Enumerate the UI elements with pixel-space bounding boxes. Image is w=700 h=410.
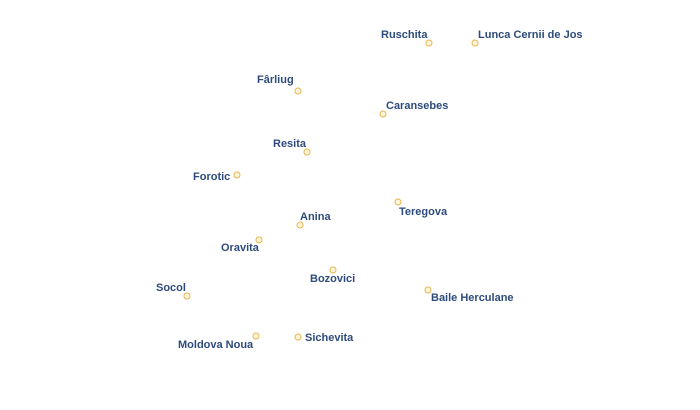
city-marker-ruschita[interactable] bbox=[425, 39, 433, 47]
city-marker-forotic[interactable] bbox=[233, 171, 241, 179]
city-marker-moldova-noua[interactable] bbox=[252, 332, 260, 340]
city-marker-anina[interactable] bbox=[296, 221, 304, 229]
city-marker-teregova[interactable] bbox=[394, 198, 402, 206]
city-label-moldova-noua: Moldova Noua bbox=[178, 339, 254, 351]
city-label-resita: Resita bbox=[273, 138, 307, 150]
city-marker-farliug[interactable] bbox=[294, 87, 302, 95]
city-marker-baile-herculane[interactable] bbox=[424, 286, 432, 294]
city-label-lunca-cernii-de-jos: Lunca Cernii de Jos bbox=[478, 29, 583, 41]
city-marker-lunca-cernii-de-jos[interactable] bbox=[471, 39, 479, 47]
city-label-caransebes: Caransebes bbox=[386, 100, 449, 112]
city-marker-caransebes[interactable] bbox=[379, 110, 387, 118]
city-label-anina: Anina bbox=[300, 211, 331, 223]
city-marker-socol[interactable] bbox=[183, 292, 191, 300]
city-marker-sichevita[interactable] bbox=[294, 333, 302, 341]
city-label-oravita: Oravita bbox=[221, 242, 259, 254]
city-label-forotic: Forotic bbox=[193, 171, 231, 183]
city-marker-bozovici[interactable] bbox=[329, 266, 337, 274]
city-label-baile-herculane: Baile Herculane bbox=[431, 292, 514, 304]
city-label-sichevita: Sichevita bbox=[305, 332, 354, 344]
city-label-socol: Socol bbox=[156, 282, 186, 294]
city-marker-oravita[interactable] bbox=[255, 236, 263, 244]
city-label-ruschita: Ruschita bbox=[381, 29, 428, 41]
city-label-farliug: Fârliug bbox=[257, 74, 294, 86]
city-label-teregova: Teregova bbox=[399, 206, 448, 218]
city-marker-resita[interactable] bbox=[303, 148, 311, 156]
city-label-bozovici: Bozovici bbox=[310, 273, 356, 285]
